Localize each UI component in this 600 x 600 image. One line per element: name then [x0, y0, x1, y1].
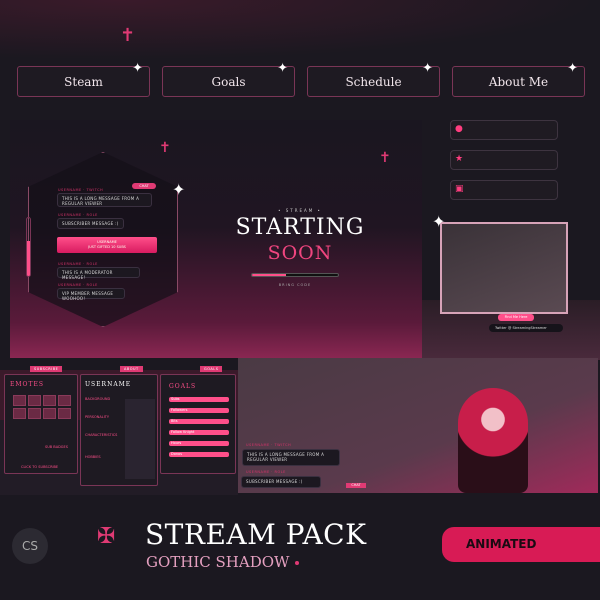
emotes-panel: EMOTES SUB BADGES CLICK TO SUBSCRIBE — [4, 374, 78, 474]
progress-fill — [252, 274, 287, 276]
brb-scene — [238, 358, 598, 493]
goal-row: Follow Knight — [169, 430, 229, 435]
starting-title: STARTING — [235, 215, 365, 240]
subtitle-text: GOTHIC SHADOW — [146, 553, 290, 571]
gothic-cross-icon: ✠ — [97, 524, 116, 549]
logo-text: CS — [22, 539, 38, 553]
badge-label: ANIMATED — [466, 537, 537, 551]
star-icon: ★ — [455, 154, 464, 164]
chat-message: SUBSCRIBER MESSAGE :) — [241, 476, 321, 488]
chat-username: USERNAME · ROLE — [58, 283, 98, 287]
about-section: PERSONALITY — [85, 415, 110, 419]
chat-username: USERNAME · ROLE — [246, 470, 286, 474]
progress-label: BRING CODE — [278, 283, 312, 287]
panel-title: EMOTES — [10, 381, 44, 388]
cross-ornament-icon: ✝ — [379, 150, 391, 166]
chat-username: USERNAME · TWITCH — [246, 443, 292, 447]
product-title: STREAM PACK — [145, 518, 367, 551]
anime-character-illustration — [458, 388, 528, 493]
about-section: HOBBIES — [85, 455, 101, 459]
nav-button-steam[interactable]: Steam ✦ — [17, 61, 150, 97]
alert-follower: ● — [450, 120, 558, 140]
sparkle-icon: ✦ — [132, 61, 143, 76]
nav-label: Goals — [211, 74, 246, 89]
alert-subscriber: ★ — [450, 150, 558, 170]
product-subtitle: GOTHIC SHADOW — [146, 553, 300, 571]
gift-icon: ▣ — [455, 184, 464, 194]
sub-badges-label: SUB BADGES — [45, 445, 68, 449]
sparkle-icon: ✦ — [422, 61, 433, 76]
panel-title: USERNAME — [85, 381, 132, 388]
about-section: CHARACTERISTICS — [85, 433, 118, 437]
about-tag: ABOUT — [120, 366, 143, 372]
creator-logo: CS — [12, 528, 48, 564]
goal-row: Subs — [169, 397, 229, 402]
cross-ornament-icon: ✝ — [159, 140, 171, 156]
alert-gift: ▣ — [450, 180, 558, 200]
chat-message: THIS IS A MODERATOR MESSAGE! — [57, 267, 140, 280]
stream-label: • STREAM • — [278, 208, 322, 213]
side-meter — [26, 217, 31, 277]
nav-label: About Me — [488, 74, 549, 89]
goals-panel: GOALS Subs Followers Bits Follow Knight … — [160, 374, 236, 474]
nav-label: Schedule — [345, 74, 402, 89]
nav-button-goals[interactable]: Goals ✦ — [162, 61, 295, 97]
social-handle[interactable]: Twitter @ StreamingStreamer — [489, 324, 563, 332]
panel-title: GOALS — [169, 383, 197, 390]
nav-button-schedule[interactable]: Schedule ✦ — [307, 61, 440, 97]
about-panel: USERNAME BACKGROUND PERSONALITY CHARACTE… — [80, 374, 158, 486]
progress-bar — [251, 273, 339, 277]
chat-username: USERNAME · TWITCH — [58, 188, 104, 192]
about-section: BACKGROUND — [85, 397, 111, 401]
chat-message: THIS IS A LONG MESSAGE FROM A REGULAR VI… — [242, 449, 340, 466]
nav-button-about-me[interactable]: About Me ✦ — [452, 61, 585, 97]
chat-username: USERNAME · ROLE — [58, 213, 98, 217]
sparkle-icon: ✦ — [567, 61, 578, 76]
gift-username: USERNAME — [97, 240, 117, 244]
character-silhouette — [125, 399, 155, 479]
chat-button[interactable]: CHAT — [132, 183, 156, 189]
chat-button[interactable]: CHAT — [346, 483, 366, 488]
nav-label: Steam — [64, 74, 103, 89]
user-icon: ● — [455, 124, 463, 134]
goal-row: Bits — [169, 419, 229, 424]
webcam-frame — [440, 222, 568, 314]
subscribe-tag: SUBSCRIBE — [30, 366, 63, 372]
goal-row: Donos — [169, 452, 229, 457]
subscribe-link[interactable]: CLICK TO SUBSCRIBE — [21, 465, 59, 469]
sparkle-icon: ✦ — [277, 61, 288, 76]
webcam-label: Find Me Here — [498, 314, 534, 321]
animated-badge: ANIMATED — [442, 527, 600, 562]
sparkle-icon: ✦ — [432, 212, 446, 231]
background-glow — [0, 0, 600, 60]
chat-message: VIP MEMBER MESSAGE WOOHOO! — [57, 288, 125, 301]
chat-username: USERNAME · ROLE — [58, 262, 98, 266]
goal-row: Hours — [169, 441, 229, 446]
chat-message: THIS IS A LONG MESSAGE FROM A REGULAR VI… — [57, 193, 152, 207]
goal-row: Followers — [169, 408, 229, 413]
gift-text: JUST GIFTED 10 SUBS — [88, 245, 126, 249]
chat-message: SUBSCRIBER MESSAGE :) — [57, 218, 124, 229]
dot-ornament — [295, 561, 300, 565]
soon-title: SOON — [267, 242, 333, 264]
goals-tag: GOALS — [200, 366, 223, 372]
cross-ornament-icon: ✝ — [120, 25, 136, 46]
sparkle-icon: ✦ — [172, 180, 186, 199]
